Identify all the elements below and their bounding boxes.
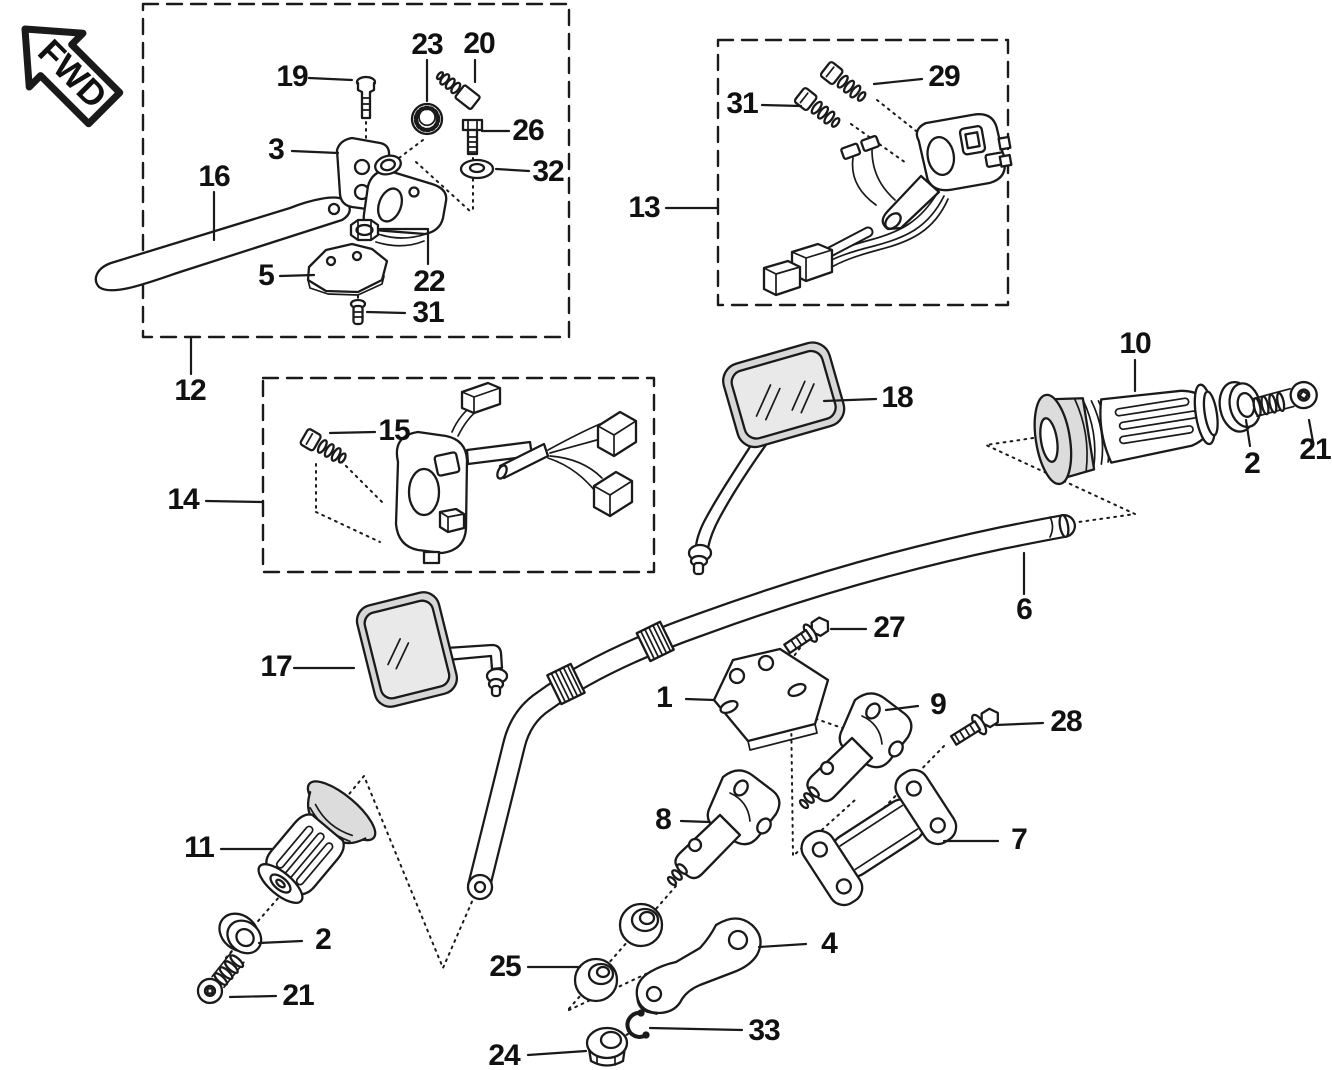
callout-17: 17 xyxy=(260,650,292,683)
callout-8: 8 xyxy=(655,803,672,836)
wiring-harness xyxy=(496,410,638,518)
callout-27: 27 xyxy=(873,611,905,644)
flange-nut xyxy=(585,1026,629,1067)
assembly-box-14 xyxy=(261,376,656,574)
callout-19: 19 xyxy=(276,60,308,93)
bushing-lower xyxy=(573,957,619,1003)
callout-16: 16 xyxy=(198,160,230,193)
callout-31-b: 31 xyxy=(726,87,758,120)
callout-7: 7 xyxy=(1011,823,1028,856)
callout-3: 3 xyxy=(268,133,285,166)
clamp-bolt xyxy=(461,118,484,156)
grip-end-washer xyxy=(218,912,263,955)
handlebar-riser-upper xyxy=(798,692,913,810)
callout-21-b: 21 xyxy=(282,979,314,1012)
right-switch-housing xyxy=(762,113,1013,297)
lever-bracket xyxy=(306,242,389,296)
left-switch-housing xyxy=(394,381,534,565)
callout-2-b: 2 xyxy=(315,923,332,956)
callout-2-a: 2 xyxy=(1244,447,1261,480)
grip-end-screw xyxy=(196,950,245,1005)
callout-32: 32 xyxy=(532,155,564,188)
callout-29: 29 xyxy=(928,60,960,93)
callout-28: 28 xyxy=(1050,705,1082,738)
left-grip xyxy=(257,780,377,904)
right-mirror xyxy=(687,341,846,576)
pivot-nut xyxy=(349,218,380,242)
clamp-bolt-long xyxy=(949,707,999,746)
bushing-upper xyxy=(618,902,664,948)
handlebar-clamp xyxy=(800,768,958,907)
adjuster-dial xyxy=(410,102,444,136)
assembly-box-12 xyxy=(141,2,571,339)
washer xyxy=(459,158,495,180)
callout-22: 22 xyxy=(413,265,445,298)
callout-4: 4 xyxy=(821,927,838,960)
callout-5: 5 xyxy=(258,259,275,292)
callout-18: 18 xyxy=(881,381,913,414)
callout-9: 9 xyxy=(930,688,947,721)
callout-31-a: 31 xyxy=(412,296,444,329)
callout-13: 13 xyxy=(628,191,660,224)
callout-26: 26 xyxy=(512,114,544,147)
fwd-arrow-icon: FWD xyxy=(21,25,124,128)
grip-end-screw xyxy=(1252,380,1318,418)
throttle-grip xyxy=(1033,383,1219,486)
callout-24: 24 xyxy=(488,1039,520,1070)
leader-lines xyxy=(189,58,1315,1057)
callout-21-a: 21 xyxy=(1299,433,1331,466)
callout-12: 12 xyxy=(174,374,206,407)
housing-screw xyxy=(793,87,841,128)
callout-10: 10 xyxy=(1119,327,1151,360)
assembly-box-13 xyxy=(716,38,1010,307)
pivot-screw xyxy=(355,75,377,120)
mount-bolt xyxy=(783,616,830,655)
callout-1: 1 xyxy=(656,681,673,714)
circlip xyxy=(625,1009,650,1039)
switch-screw xyxy=(299,428,347,464)
callout-33: 33 xyxy=(748,1014,780,1047)
callout-6: 6 xyxy=(1016,593,1033,626)
handlebar xyxy=(466,513,1076,901)
handlebar-riser-lower xyxy=(666,769,781,887)
housing-screw xyxy=(819,61,867,102)
master-cylinder xyxy=(335,136,448,247)
left-mirror xyxy=(355,591,509,708)
cable-adjuster xyxy=(435,71,481,111)
callout-14: 14 xyxy=(167,483,199,516)
callout-20: 20 xyxy=(463,27,495,60)
steering-bracket xyxy=(635,917,762,1015)
callout-23: 23 xyxy=(411,28,443,61)
callout-11: 11 xyxy=(184,831,215,864)
mount-bracket xyxy=(712,647,830,751)
callout-15: 15 xyxy=(378,414,410,447)
bracket-screw xyxy=(349,298,367,326)
callout-25: 25 xyxy=(489,950,521,983)
